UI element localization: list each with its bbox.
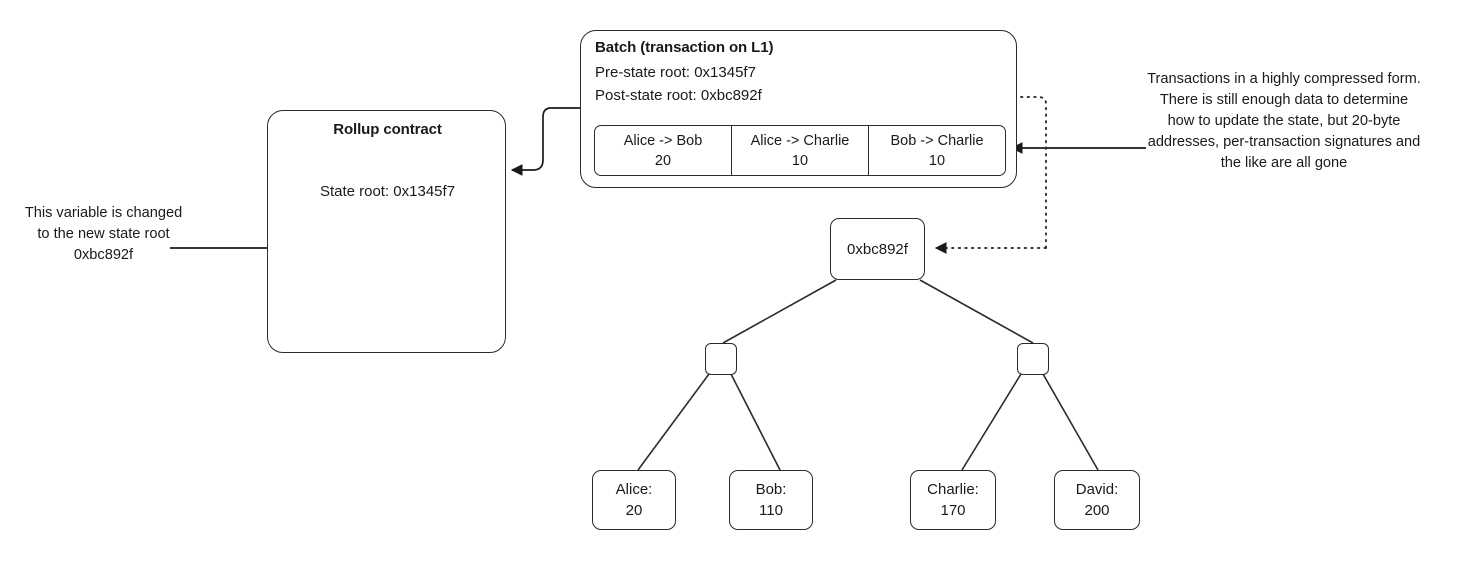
transaction-cell: Alice -> Bob 20 bbox=[595, 126, 732, 175]
transaction-amount: 20 bbox=[654, 152, 672, 169]
tree-edge-midleft-leaf1 bbox=[730, 373, 781, 471]
merkle-leaf-node: Charlie: 170 bbox=[910, 470, 996, 530]
leaf-account-name: Charlie: bbox=[927, 481, 979, 498]
batch-title: Batch (transaction on L1) bbox=[595, 39, 774, 56]
transaction-parties: Bob -> Charlie bbox=[890, 132, 984, 149]
rollup-state-root-value: State root: 0x1345f7 bbox=[319, 183, 456, 200]
merkle-intermediate-node-left bbox=[705, 343, 737, 375]
rollup-contract-box: Rollup contract State root: 0x1345f7 bbox=[267, 110, 506, 353]
merkle-root-node: 0xbc892f bbox=[830, 218, 925, 280]
leaf-account-name: Bob: bbox=[755, 481, 787, 498]
annotation-state-variable: This variable is changed to the new stat… bbox=[24, 205, 183, 263]
transaction-amount: 10 bbox=[791, 152, 809, 169]
annotation-compressed-transactions: Transactions in a highly compressed form… bbox=[1147, 71, 1421, 171]
merkle-leaf-node: Alice: 20 bbox=[592, 470, 676, 530]
transaction-cell: Bob -> Charlie 10 bbox=[869, 126, 1005, 175]
rollup-contract-title: Rollup contract bbox=[333, 121, 442, 138]
transaction-cell: Alice -> Charlie 10 bbox=[732, 126, 869, 175]
transaction-table: Alice -> Bob 20 Alice -> Charlie 10 Bob … bbox=[594, 125, 1006, 176]
transaction-amount: 10 bbox=[928, 152, 946, 169]
tree-edge-midright-leaf2 bbox=[961, 373, 1022, 471]
merkle-leaf-node: Bob: 110 bbox=[729, 470, 813, 530]
leaf-account-name: David: bbox=[1075, 481, 1119, 498]
leaf-account-balance: 20 bbox=[625, 502, 643, 519]
transaction-parties: Alice -> Bob bbox=[623, 132, 703, 149]
merkle-leaf-node: David: 200 bbox=[1054, 470, 1140, 530]
tree-edge-midleft-leaf0 bbox=[637, 373, 710, 471]
tree-edge-midright-leaf3 bbox=[1042, 373, 1099, 471]
tree-edge-root-left bbox=[722, 279, 837, 344]
connector-batch-to-rollup bbox=[510, 107, 580, 176]
batch-post-state-root: Post-state root: 0xbc892f bbox=[595, 87, 762, 104]
leaf-account-balance: 170 bbox=[940, 502, 966, 519]
batch-box: Batch (transaction on L1) Pre-state root… bbox=[580, 30, 1017, 188]
leaf-account-name: Alice: bbox=[615, 481, 653, 498]
leaf-account-balance: 200 bbox=[1084, 502, 1110, 519]
batch-pre-state-root: Pre-state root: 0x1345f7 bbox=[595, 64, 756, 81]
tree-edge-root-right bbox=[919, 279, 1034, 344]
leaf-account-balance: 110 bbox=[759, 502, 783, 519]
merkle-intermediate-node-right bbox=[1017, 343, 1049, 375]
transaction-parties: Alice -> Charlie bbox=[750, 132, 850, 149]
